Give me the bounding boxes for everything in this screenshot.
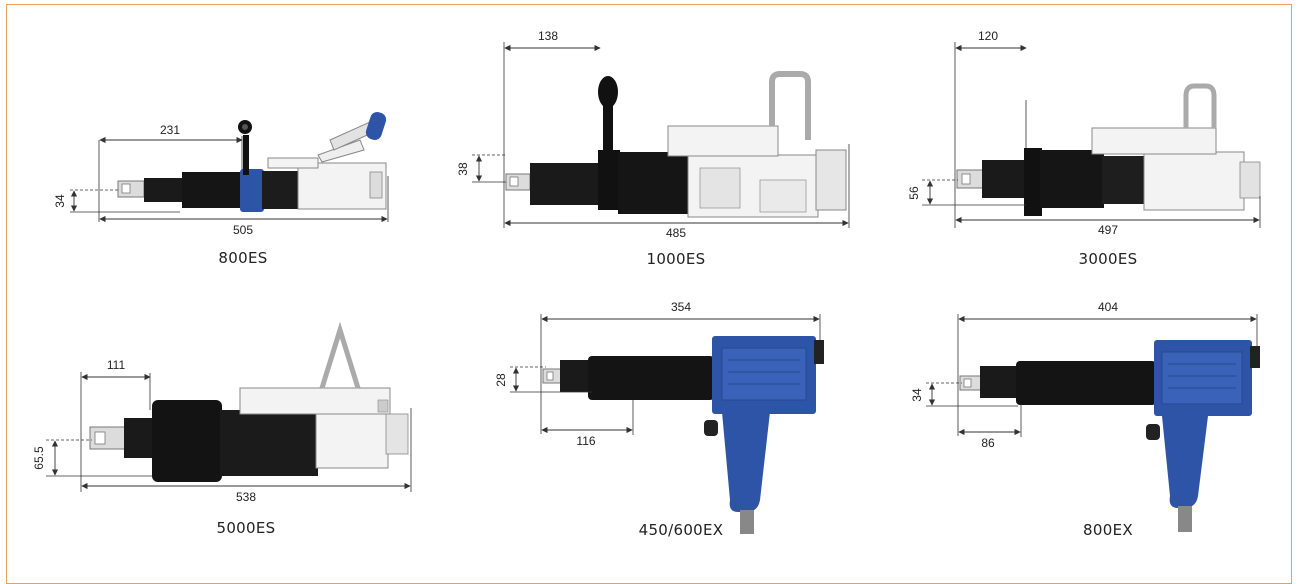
tool-800es: 505 231 34 800ES — [53, 112, 389, 267]
tool-450-600ex-drawing — [542, 336, 824, 534]
tool-3000es-dimensions: 497 120 56 — [907, 29, 1261, 237]
tool-800es-model-label: 800ES — [218, 249, 267, 267]
tool-800es-drawing — [117, 112, 387, 212]
tool-1000es-dimensions: 485 138 38 — [456, 29, 850, 240]
tool-3000es-model-label: 3000ES — [1079, 250, 1138, 268]
tool-5000es-model-label: 5000ES — [217, 519, 276, 537]
tool-5000es-dimensions: 538 111 65.5 — [32, 358, 412, 504]
tool-800es-offset-label: 231 — [160, 123, 180, 137]
tool-1000es-height-label: 38 — [456, 162, 470, 176]
tool-800ex-height-label: 34 — [910, 388, 924, 402]
tool-5000es: 538 111 65.5 5000ES — [32, 321, 412, 537]
tool-800ex: 404 86 34 800EX — [910, 300, 1260, 539]
tool-3000es-length-label: 497 — [1098, 223, 1118, 237]
tool-450-600ex-dimensions: 354 116 28 — [494, 300, 821, 448]
tool-450-600ex-length-label: 354 — [671, 300, 691, 314]
tool-800es-length-label: 505 — [233, 223, 253, 237]
tool-1000es-length-label: 485 — [666, 226, 686, 240]
tool-5000es-offset-label: 111 — [107, 358, 126, 372]
tool-5000es-drawing — [89, 321, 409, 482]
tool-800ex-length-label: 404 — [1098, 300, 1118, 314]
tool-450-600ex-height-label: 28 — [494, 373, 508, 387]
tool-3000es: 497 120 56 3000ES — [907, 29, 1261, 268]
tool-800ex-offset-label: 86 — [981, 436, 995, 450]
tool-800es-height-label: 34 — [53, 194, 67, 208]
tool-1000es-drawing — [505, 71, 847, 218]
tool-1000es: 485 138 38 1000ES — [456, 29, 850, 268]
tool-450-600ex-model-label: 450/600EX — [639, 521, 724, 539]
tool-450-600ex-offset-label: 116 — [576, 434, 595, 448]
tool-800ex-model-label: 800EX — [1083, 521, 1133, 539]
tool-5000es-height-label: 65.5 — [32, 446, 46, 470]
tool-1000es-offset-label: 138 — [538, 29, 558, 43]
tool-5000es-length-label: 538 — [236, 490, 256, 504]
tool-3000es-offset-label: 120 — [978, 29, 998, 43]
tool-800ex-dimensions: 404 86 34 — [910, 300, 1258, 450]
tool-dimension-diagram: 505 231 34 800ES — [32, 29, 1261, 539]
tool-450-600ex: 354 116 28 450/600EX — [494, 300, 824, 539]
tool-3000es-height-label: 56 — [907, 186, 921, 200]
tool-800es-dimensions: 505 231 34 — [53, 123, 389, 237]
tool-1000es-model-label: 1000ES — [647, 250, 706, 268]
tool-3000es-drawing — [956, 83, 1261, 216]
tool-800ex-drawing — [959, 340, 1260, 532]
